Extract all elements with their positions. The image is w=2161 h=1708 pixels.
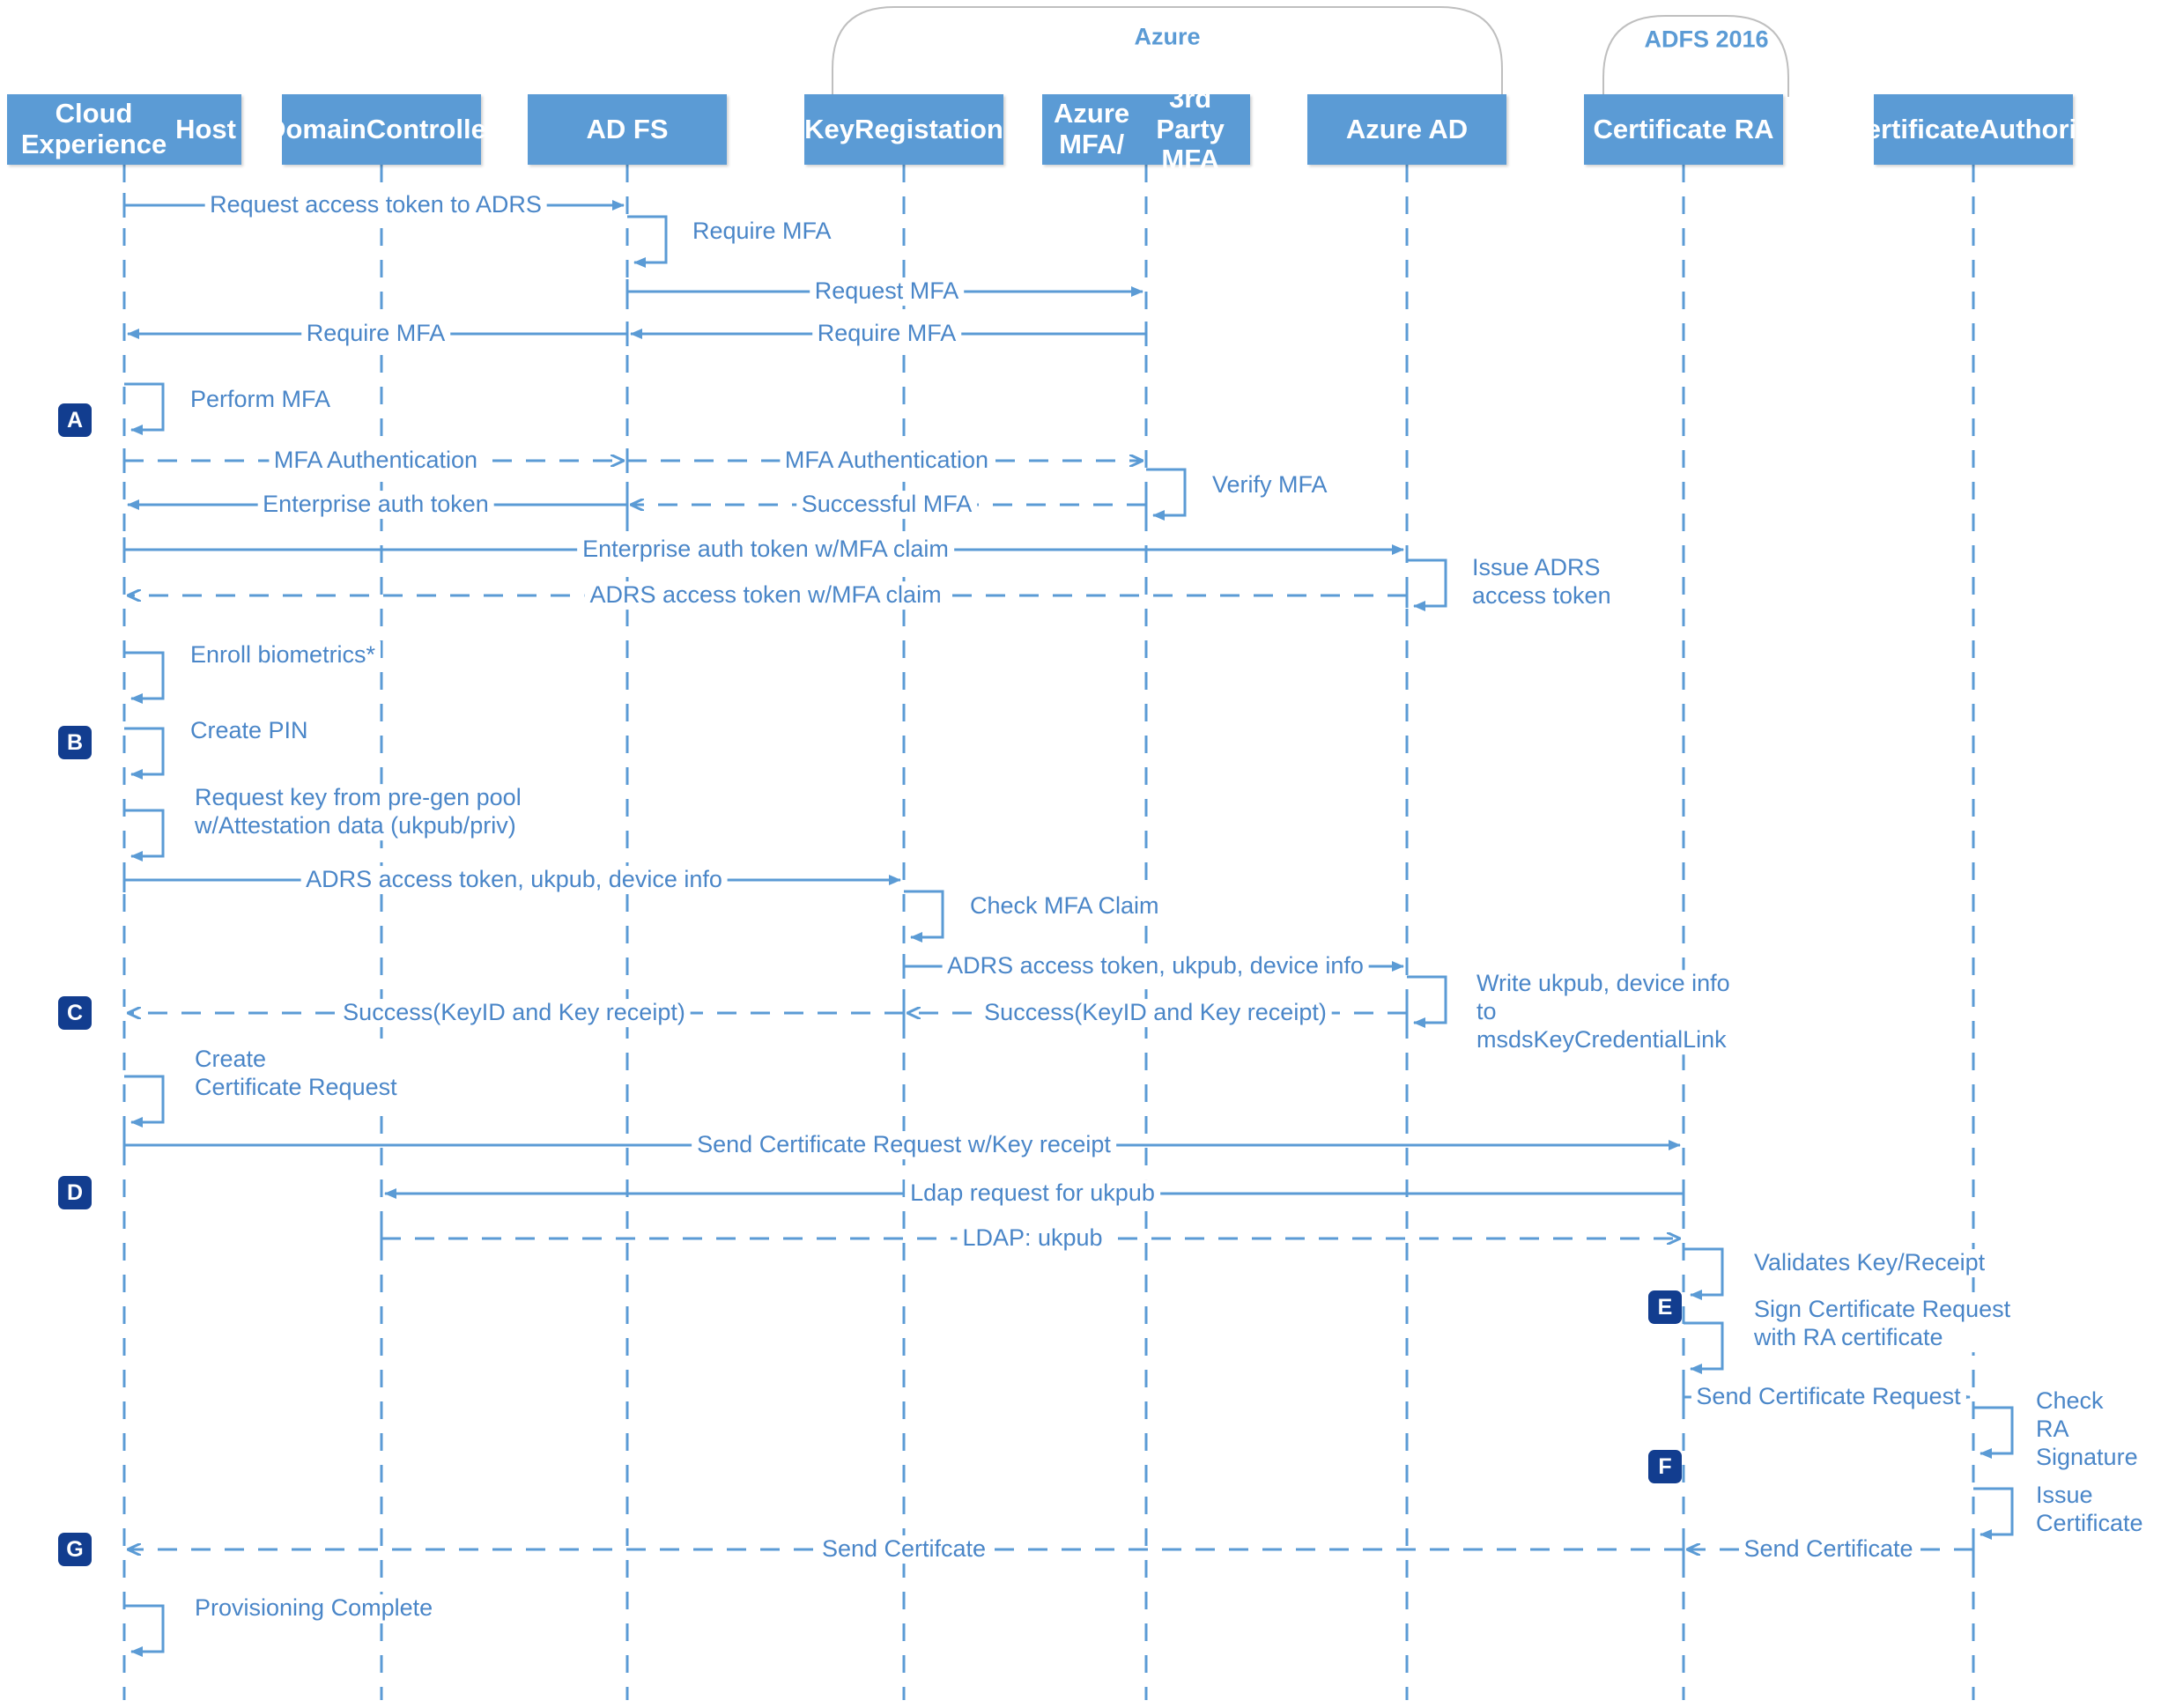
- section-badge-f[interactable]: F: [1648, 1450, 1682, 1483]
- message-label-m21: Write ukpub, device info to msdsKeyCrede…: [1471, 970, 1735, 1054]
- participant-label-line: Azure AD: [1345, 113, 1469, 144]
- message-label-m4: Require MFA: [811, 320, 962, 348]
- self-message-arrow-m9: [1146, 468, 1187, 521]
- section-badge-b[interactable]: B: [58, 726, 92, 759]
- message-label-m35: Provisioning Complete: [189, 1594, 439, 1623]
- participant-label-line: Certificate RA: [1593, 113, 1774, 144]
- self-message-arrow-m28: [1684, 1247, 1724, 1300]
- message-label-m1: Request access token to ADRS: [204, 191, 547, 219]
- participant-box-aad[interactable]: Azure AD: [1307, 94, 1506, 165]
- message-label-m20: ADRS access token, ukpub, device info: [942, 952, 1369, 980]
- section-badge-a[interactable]: A: [58, 403, 92, 437]
- self-message-arrow-m24: [124, 1075, 165, 1128]
- message-label-m30: Send Certificate Request: [1691, 1383, 1966, 1411]
- self-message-arrow-m13: [1407, 558, 1447, 611]
- participant-label-line: Key: [804, 113, 855, 144]
- participant-box-mfa[interactable]: Azure MFA/3rd Party MFA: [1042, 83, 1250, 174]
- self-message-arrow-m19: [904, 890, 944, 943]
- participant-box-adfs[interactable]: AD FS: [528, 94, 727, 165]
- self-message-arrow-m6: [124, 382, 165, 435]
- participant-label-line: AD FS: [586, 113, 669, 144]
- message-label-m10: Successful MFA: [796, 491, 978, 519]
- message-label-m32: Issue Certificate: [2031, 1482, 2149, 1538]
- participant-label-line: Host: [175, 113, 236, 144]
- group-outline-adfs2016: [1602, 15, 1789, 97]
- group-label-azure: Azure: [1134, 23, 1201, 50]
- self-message-arrow-m29: [1684, 1321, 1724, 1374]
- message-label-m8: MFA Authentication: [779, 447, 995, 475]
- self-message-arrow-m16: [124, 727, 165, 780]
- self-message-arrow-m15: [124, 651, 165, 704]
- participant-label-line: Cloud Experience: [20, 98, 167, 159]
- section-badge-e[interactable]: E: [1648, 1290, 1682, 1324]
- message-label-m19: Check MFA Claim: [965, 892, 1165, 921]
- message-label-m18: ADRS access token, ukpub, device info: [300, 866, 728, 894]
- participant-label-line: Registation: [855, 113, 1003, 144]
- self-message-arrow-m21: [1407, 975, 1447, 1028]
- self-message-arrow-m2: [627, 215, 668, 268]
- self-message-arrow-m35: [124, 1604, 165, 1657]
- message-label-m5: Require MFA: [300, 320, 451, 348]
- message-label-m29: Sign Certificate Request with RA certifi…: [1749, 1296, 2017, 1352]
- message-label-m25: Send Certificate Request w/Key receipt: [692, 1131, 1116, 1159]
- message-label-m22: Success(KeyID and Key receipt): [979, 999, 1332, 1027]
- self-message-arrow-m31: [1973, 1406, 2014, 1459]
- message-label-m15: Enroll biometrics*: [185, 641, 381, 669]
- participant-box-ceh[interactable]: Cloud Experience Host: [7, 94, 241, 165]
- message-label-m34: Send Certifcate: [816, 1535, 992, 1564]
- message-label-m26: Ldap request for ukpub: [905, 1179, 1160, 1208]
- message-label-m27: LDAP: ukpub: [957, 1224, 1108, 1253]
- message-label-m16: Create PIN: [185, 717, 314, 745]
- participant-label-line: Certificate: [1846, 113, 1980, 144]
- section-badge-d[interactable]: D: [58, 1176, 92, 1209]
- message-label-m2: Require MFA: [687, 218, 837, 246]
- group-label-adfs2016: ADFS 2016: [1644, 26, 1769, 53]
- self-message-arrow-m32: [1973, 1487, 2014, 1540]
- self-message-arrow-m17: [124, 809, 165, 861]
- participant-label-line: Domain: [266, 113, 366, 144]
- message-label-m17: Request key from pre-gen pool w/Attestat…: [189, 784, 527, 840]
- message-label-m7: MFA Authentication: [268, 447, 484, 475]
- message-label-m6: Perform MFA: [185, 386, 337, 414]
- section-badge-c[interactable]: C: [58, 996, 92, 1030]
- message-label-m24: Create Certificate Request: [189, 1046, 403, 1102]
- message-label-m14: ADRS access token w/MFA claim: [584, 581, 947, 610]
- participant-label-line: Authority: [1979, 113, 2101, 144]
- message-label-m9: Verify MFA: [1207, 471, 1333, 499]
- message-label-m31: Check RA Signature: [2031, 1387, 2161, 1472]
- participant-label-line: 3rd Party MFA: [1156, 82, 1225, 175]
- message-label-m13: Issue ADRS access token: [1467, 554, 1617, 610]
- participant-label-line: Azure MFA/: [1054, 98, 1130, 159]
- message-label-m3: Request MFA: [809, 277, 965, 306]
- participant-box-cra[interactable]: Certificate RA: [1584, 94, 1783, 165]
- message-label-m28: Validates Key/Receipt: [1749, 1249, 1991, 1277]
- message-label-m12: Enterprise auth token w/MFA claim: [577, 536, 954, 564]
- participant-label-line: Controller: [366, 113, 497, 144]
- message-label-m33: Send Certificate: [1738, 1535, 1919, 1564]
- message-label-m11: Enterprise auth token: [257, 491, 494, 519]
- message-label-m23: Success(KeyID and Key receipt): [337, 999, 691, 1027]
- group-outline-azure: [832, 6, 1503, 97]
- section-badge-g[interactable]: G: [58, 1533, 92, 1566]
